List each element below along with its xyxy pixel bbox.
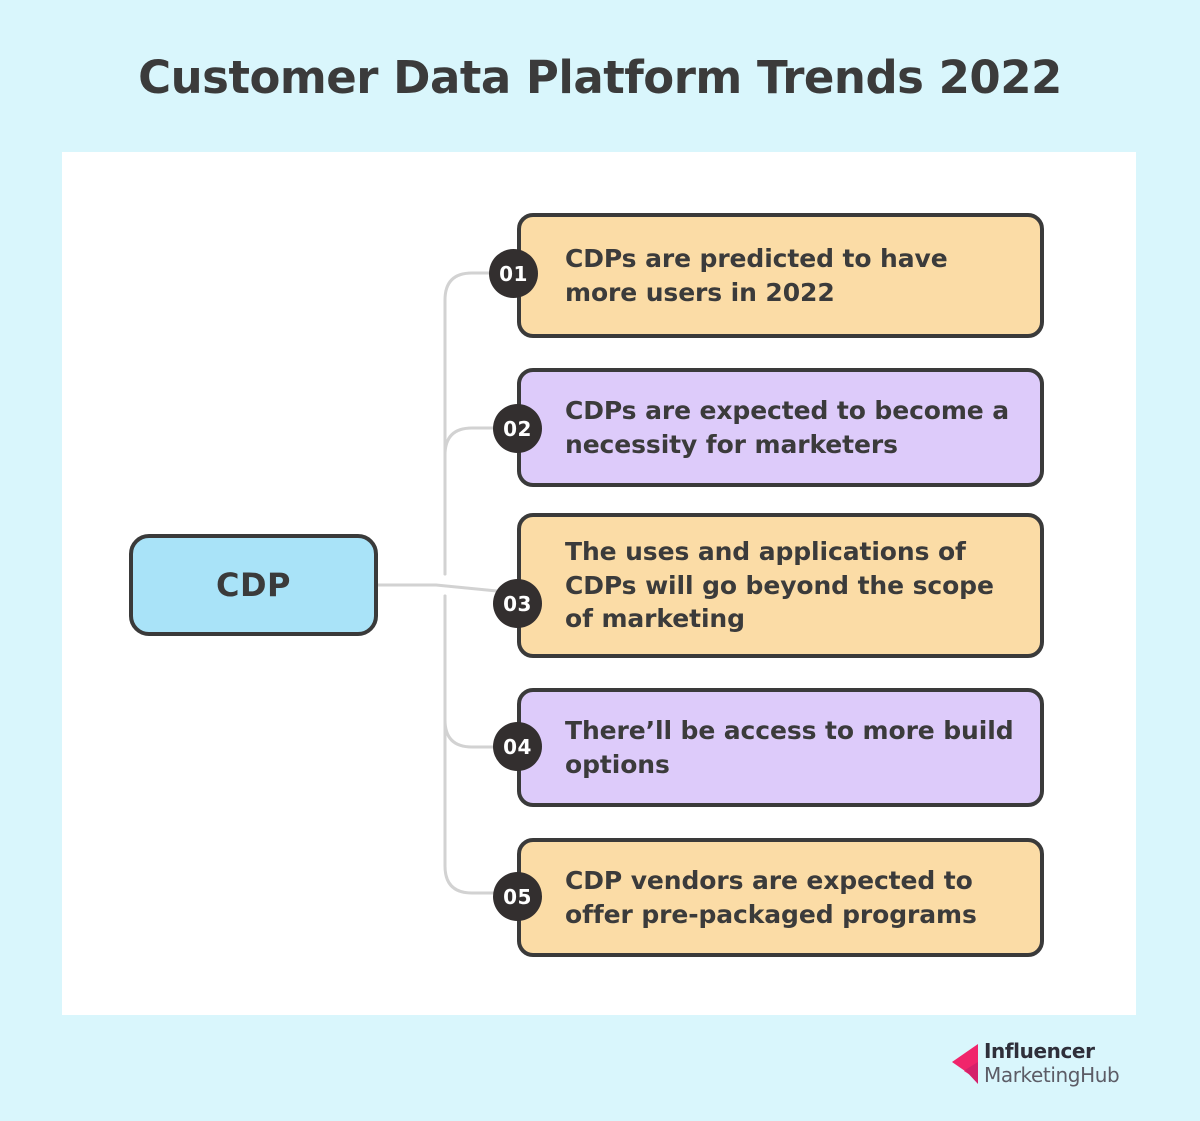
branch-item-02[interactable]: CDPs are expected to become a necessity … (493, 368, 1044, 487)
page-title: Customer Data Platform Trends 2022 (138, 51, 1062, 104)
branch-item-01[interactable]: CDPs are predicted to have more users in… (489, 213, 1044, 338)
branch-badge-02: 02 (493, 404, 542, 453)
branch-text-03: The uses and applications of CDPs will g… (565, 536, 994, 634)
branch-card-04[interactable]: There’ll be access to more build options (517, 688, 1044, 807)
branch-item-03[interactable]: The uses and applications of CDPs will g… (493, 513, 1044, 658)
branch-badge-05: 05 (493, 872, 542, 921)
branch-card-03[interactable]: The uses and applications of CDPs will g… (517, 513, 1044, 658)
arrow-left-icon (952, 1044, 978, 1084)
branch-text-01: CDPs are predicted to have more users in… (565, 243, 948, 307)
branch-card-02[interactable]: CDPs are expected to become a necessity … (517, 368, 1044, 487)
branch-card-05[interactable]: CDP vendors are expected to offer pre-pa… (517, 838, 1044, 957)
branch-badge-04: 04 (493, 722, 542, 771)
root-node-label: CDP (216, 566, 291, 604)
root-node-cdp[interactable]: CDP (129, 534, 378, 636)
branch-item-05[interactable]: CDP vendors are expected to offer pre-pa… (493, 838, 1044, 957)
branch-badge-01: 01 (489, 249, 538, 298)
branch-text-05: CDP vendors are expected to offer pre-pa… (565, 865, 977, 929)
branch-text-02: CDPs are expected to become a necessity … (565, 395, 1010, 459)
brand-logo-line2: MarketingHub (984, 1062, 1120, 1087)
branch-item-04[interactable]: There’ll be access to more build options… (493, 688, 1044, 807)
branch-text-04: There’ll be access to more build options (565, 715, 1014, 779)
brand-logo[interactable]: Influencer MarketingHub (952, 1039, 1132, 1094)
branch-card-01[interactable]: CDPs are predicted to have more users in… (517, 213, 1044, 338)
branch-badge-03: 03 (493, 579, 542, 628)
brand-logo-line1: Influencer (984, 1039, 1095, 1063)
brand-logo-text: Influencer MarketingHub (984, 1039, 1132, 1087)
